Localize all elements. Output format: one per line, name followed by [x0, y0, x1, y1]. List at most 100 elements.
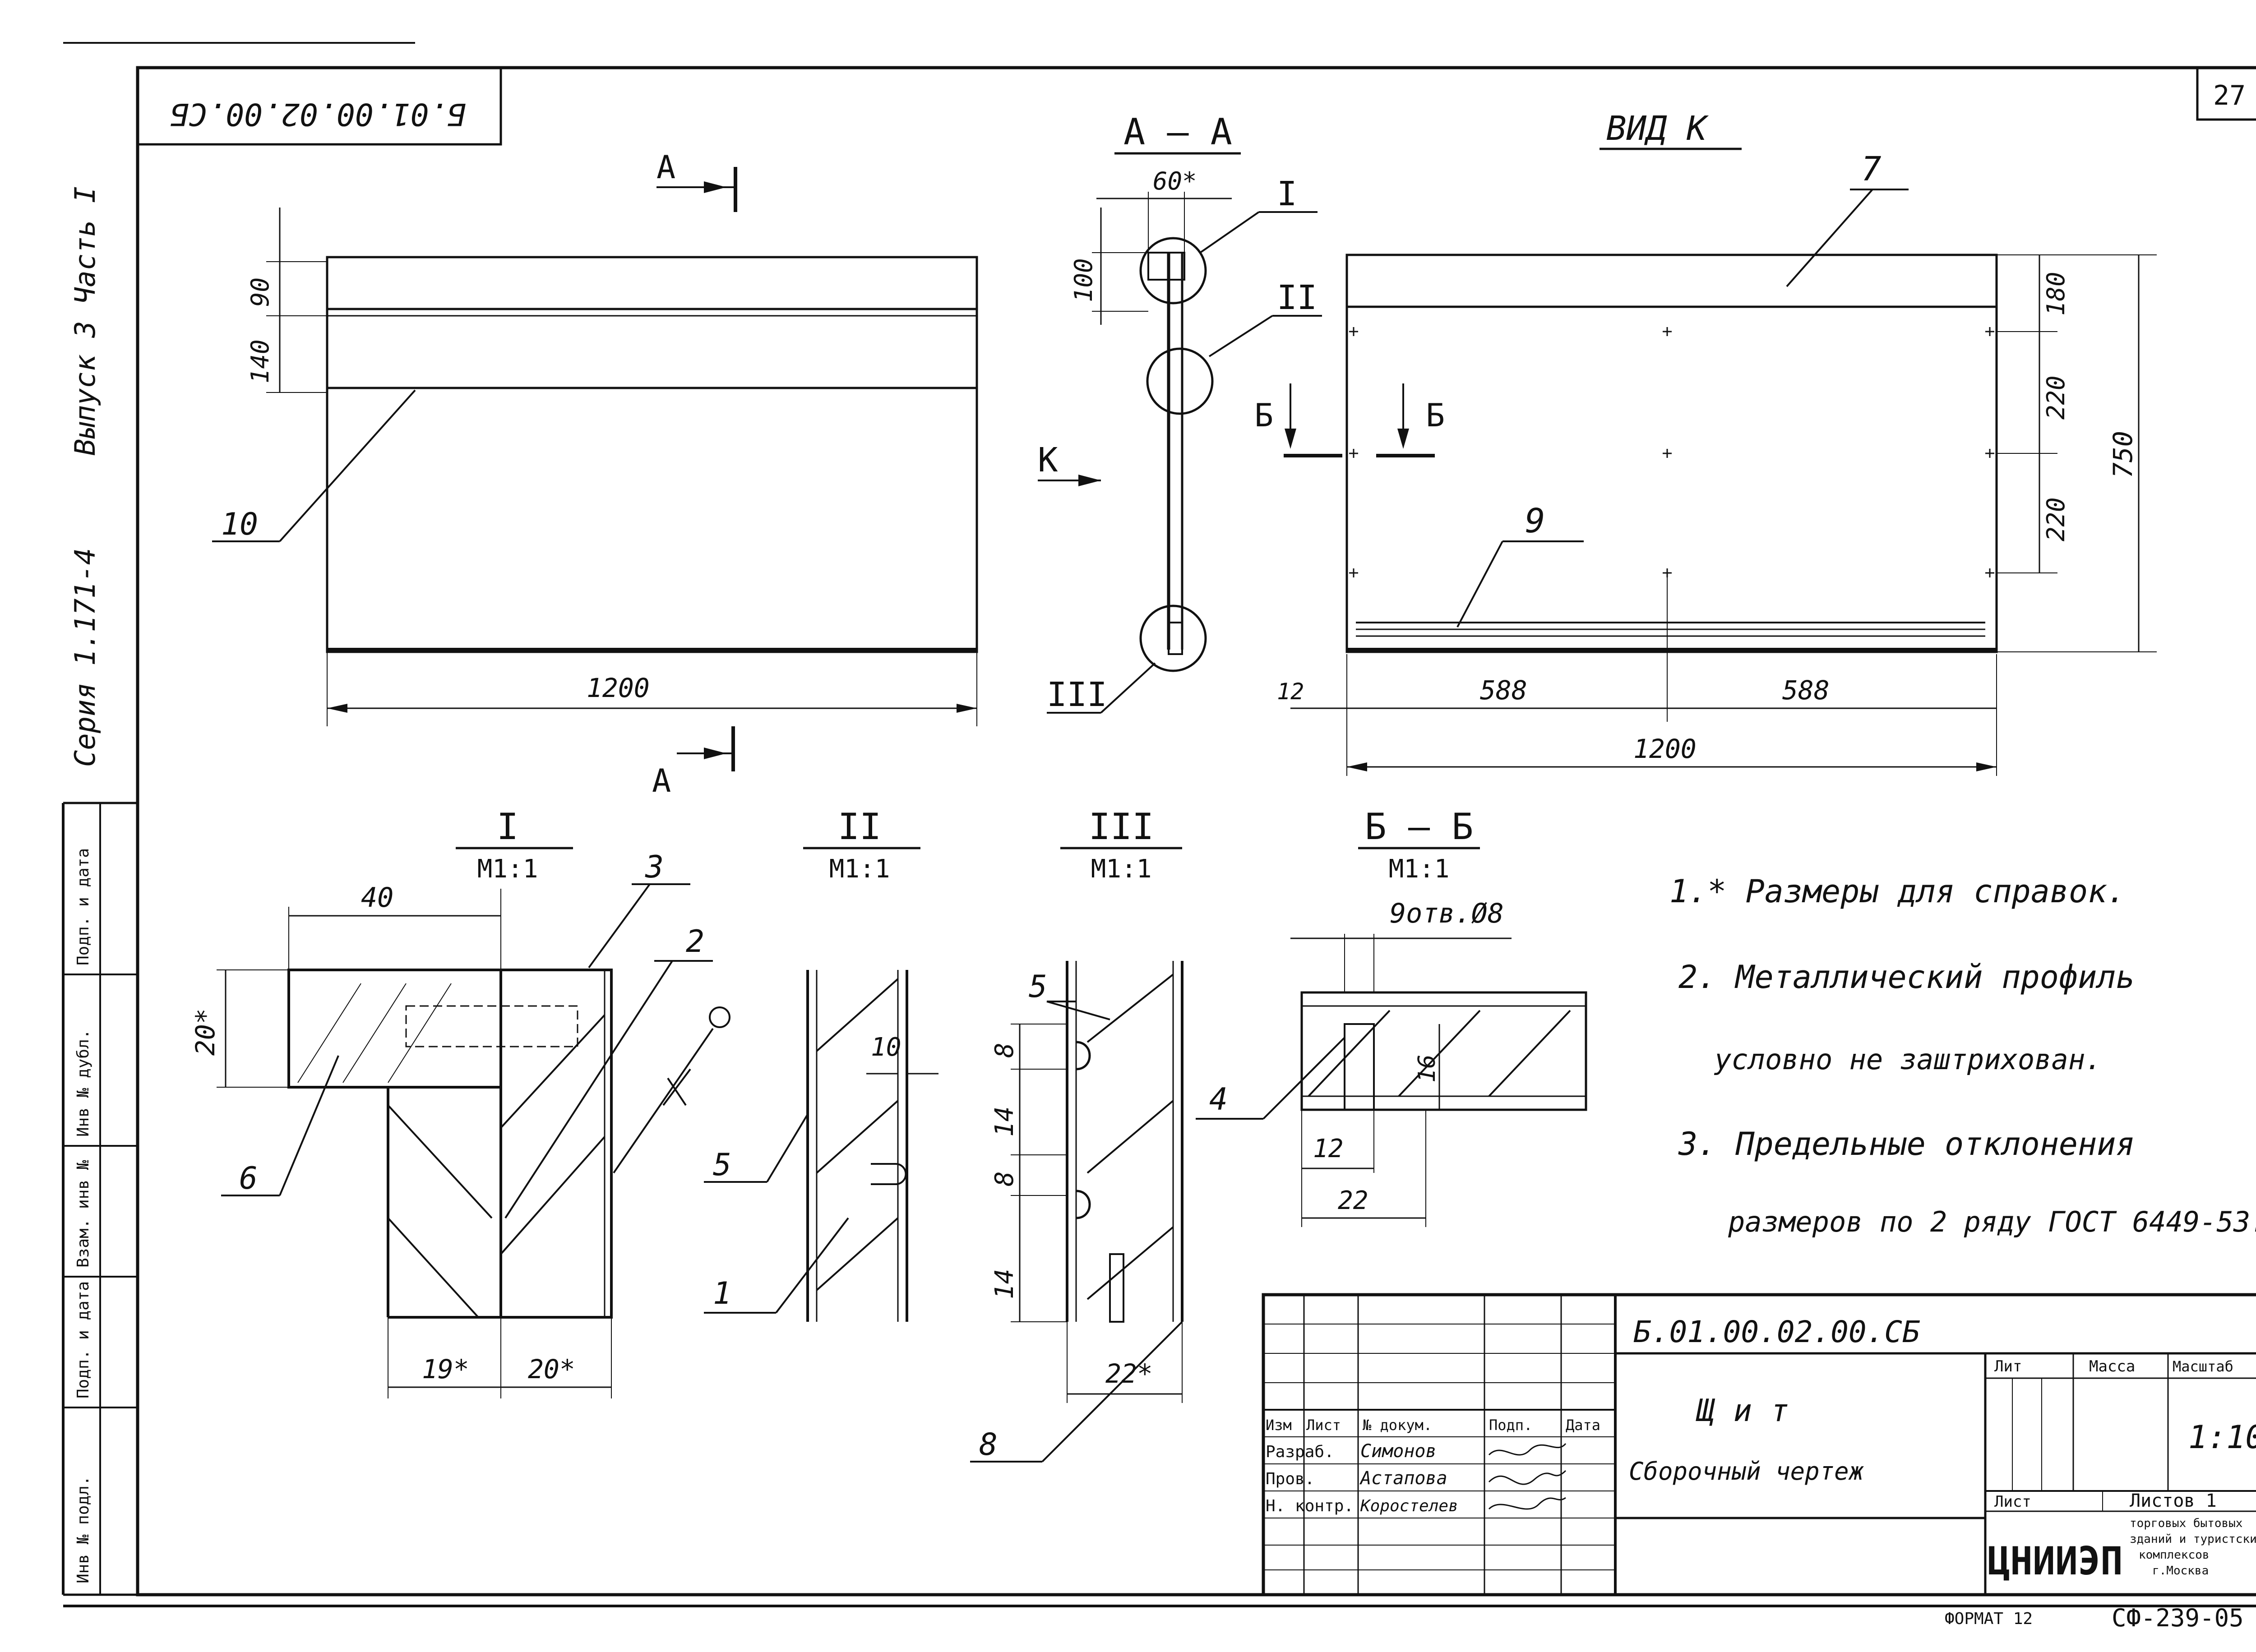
- person-korostelev: Коростелев: [1360, 1497, 1458, 1515]
- tb-scale-value: 1:10: [2188, 1419, 2256, 1456]
- side-stamp-2: Подп. и дата: [74, 1281, 92, 1398]
- dim-220b: 220: [2042, 497, 2070, 541]
- tb-lit: Лит: [1994, 1357, 2022, 1375]
- dim-20b-star: 20*: [528, 1354, 575, 1384]
- dim-12-k: 12: [1277, 678, 1304, 705]
- node-1-label: I: [1277, 175, 1297, 213]
- view-k-title: ВИД К: [1606, 109, 1709, 148]
- tb-org-line2: зданий и туристских: [2130, 1532, 2256, 1546]
- hdr-doc: № докум.: [1363, 1417, 1432, 1434]
- signatures: [1488, 1443, 1567, 1510]
- callout-9: 9: [1525, 502, 1545, 540]
- dim-10: 10: [871, 1033, 901, 1062]
- tb-org-logo: ЦНИИЭП: [1988, 1539, 2123, 1584]
- dim-19-star: 19*: [422, 1354, 469, 1384]
- cut-b-left: Б: [1254, 397, 1273, 434]
- node-3-label: III: [1047, 675, 1107, 714]
- dim-588a: 588: [1480, 675, 1527, 706]
- dim-100-aa: 100: [1069, 258, 1098, 302]
- holes-note: 9отв.Ø8: [1390, 898, 1504, 929]
- dim-588b: 588: [1782, 675, 1830, 706]
- dim-220a: 220: [2042, 375, 2070, 420]
- sheet-frame: [62, 42, 2256, 1607]
- callout-3: 3: [645, 849, 664, 885]
- dim-750: 750: [2108, 431, 2138, 478]
- dim-90: 90: [246, 277, 274, 307]
- tb-scale: Масштаб: [2173, 1358, 2233, 1375]
- dim-8b: 8: [990, 1171, 1019, 1186]
- side-stamp: Инв № подл. Подп. и дата Взам. инв № Инв…: [74, 848, 92, 1583]
- section-aa: А — А 60* 100 I II III К: [1038, 111, 1322, 714]
- person-simonov: Симонов: [1360, 1441, 1437, 1462]
- note-2b: условно не заштрихован.: [1714, 1043, 2102, 1076]
- series-label: Серия 1.171-4: [69, 548, 102, 767]
- callout-1: 1: [713, 1276, 731, 1311]
- dim-1200-k: 1200: [1633, 734, 1697, 764]
- node-2-label: II: [1277, 278, 1317, 317]
- hdr-izm: Изм: [1266, 1417, 1292, 1434]
- note-3: 3. Предельные отклонения: [1678, 1126, 2135, 1163]
- view-k-arrow-label: К: [1038, 441, 1058, 480]
- callout-10: 10: [221, 507, 258, 542]
- detail-1-title: I: [497, 806, 518, 848]
- detail-2: II М1:1 10 5 1: [704, 806, 938, 1322]
- doc-code-upside-down: Б.01.00.02.00.СБ: [170, 96, 466, 132]
- dim-12-bb: 12: [1313, 1134, 1343, 1163]
- callout-5-d2: 5: [713, 1147, 731, 1183]
- hdr-list: Лист: [1306, 1417, 1341, 1434]
- detail-bb-title: Б — Б: [1365, 806, 1474, 848]
- title-block: Изм Лист № докум. Подп. Дата Разраб. Про…: [1262, 1293, 2256, 1597]
- detail-3-scale: М1:1: [1091, 854, 1152, 884]
- dim-1200-front: 1200: [587, 673, 650, 703]
- section-aa-title: А — А: [1123, 111, 1232, 153]
- dim-16: 16: [1414, 1054, 1441, 1083]
- detail-3-title: III: [1089, 806, 1154, 848]
- dim-60-aa: 60*: [1153, 167, 1197, 195]
- side-stamp-4: Инв № дубл.: [74, 1029, 92, 1137]
- dim-22-bb: 22: [1338, 1186, 1368, 1215]
- callout-2: 2: [686, 924, 704, 960]
- detail-3: III М1:1 8 14 8 14 22* 5 8: [970, 806, 1183, 1463]
- dim-8a: 8: [990, 1043, 1019, 1058]
- page-number-box: 27: [2196, 68, 2256, 121]
- detail-2-title: II: [838, 806, 881, 848]
- role-razrab: Разраб.: [1266, 1443, 1334, 1461]
- detail-bb: Б — Б М1:1 9отв.Ø8 16 12 22 4: [1196, 806, 1587, 1227]
- callout-6: 6: [239, 1161, 258, 1196]
- side-stamp-1: Инв № подл.: [74, 1476, 92, 1583]
- callout-5-d3: 5: [1029, 969, 1047, 1005]
- cut-a-top: А: [656, 149, 675, 186]
- format-label: ФОРМАТ 12: [1945, 1610, 2033, 1628]
- tb-doc-code: Б.01.00.02.00.СБ: [1633, 1315, 1920, 1349]
- role-nkontr: Н. контр.: [1266, 1497, 1354, 1515]
- view-k: ВИД К 180 220 220 750 12 588 58: [1254, 109, 2157, 776]
- side-stamp-3: Взам. инв №: [74, 1160, 92, 1268]
- tb-sheet: Лист: [1994, 1493, 2031, 1511]
- tb-org-line4: г.Москва: [2152, 1564, 2209, 1578]
- tb-name-1: Щ и т: [1696, 1393, 1789, 1429]
- notes: 1.* Размеры для справок. 2. Металлически…: [1669, 873, 2256, 1238]
- cut-b-right: Б: [1426, 397, 1445, 434]
- tb-org-line1: торговых бытовых: [2130, 1517, 2242, 1530]
- callout-8: 8: [979, 1427, 998, 1463]
- dim-14a: 14: [990, 1107, 1019, 1137]
- role-prov: Пров.: [1266, 1470, 1314, 1488]
- page-number: 27: [2213, 80, 2246, 111]
- note-1: 1.* Размеры для справок.: [1669, 873, 2126, 910]
- top-doc-code-box: Б.01.00.02.00.СБ: [138, 68, 502, 146]
- drawing-ref: СФ-239-05: [2112, 1604, 2244, 1632]
- hdr-date: Дата: [1566, 1417, 1600, 1434]
- tb-mass: Масса: [2089, 1357, 2135, 1375]
- note-2: 2. Металлический профиль: [1678, 959, 2135, 996]
- front-view: 90 140 1200 10 А А: [212, 149, 978, 799]
- dim-140: 140: [246, 339, 274, 383]
- tb-org-line3: комплексов: [2139, 1548, 2210, 1562]
- person-astapova: Астапова: [1359, 1468, 1447, 1489]
- callout-7: 7: [1861, 150, 1882, 189]
- tb-name-2: Сборочный чертеж: [1629, 1457, 1864, 1486]
- dim-180: 180: [2042, 272, 2070, 316]
- note-3b: размеров по 2 ряду ГОСТ 6449-53.: [1728, 1205, 2256, 1238]
- detail-bb-scale: М1:1: [1389, 854, 1450, 884]
- hdr-podp: Подп.: [1489, 1417, 1532, 1434]
